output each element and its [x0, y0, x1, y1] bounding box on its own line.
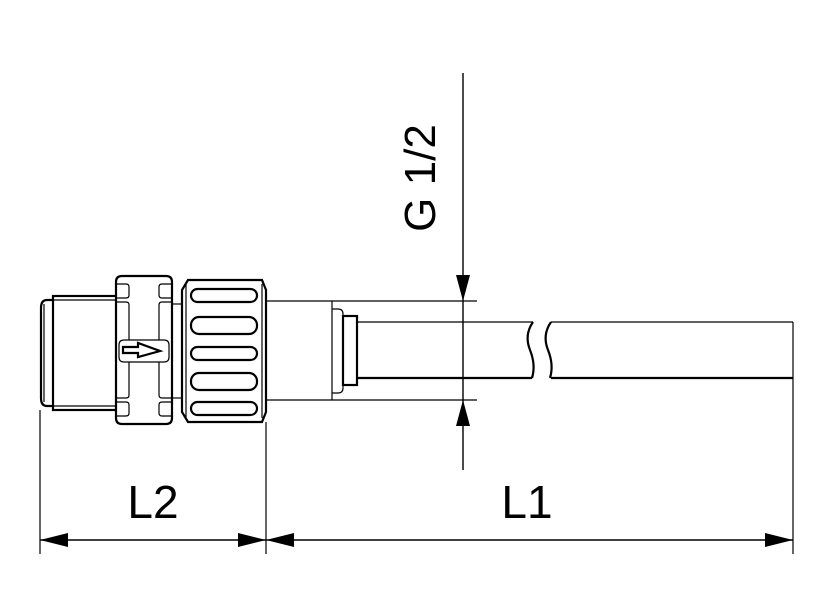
thread-size-label: G 1/2	[396, 124, 445, 232]
thread-dimension	[456, 73, 470, 470]
threaded-stub	[39, 294, 119, 412]
fitting-length-label: L2	[127, 476, 178, 528]
length-dimensions	[39, 410, 793, 554]
flow-direction-arrow-icon	[121, 341, 164, 359]
tube	[357, 321, 794, 554]
knurled-union-nut	[172, 278, 268, 424]
tube-length-label: L1	[501, 476, 552, 528]
break-mark-icon	[526, 321, 553, 379]
sleeve	[266, 300, 477, 401]
